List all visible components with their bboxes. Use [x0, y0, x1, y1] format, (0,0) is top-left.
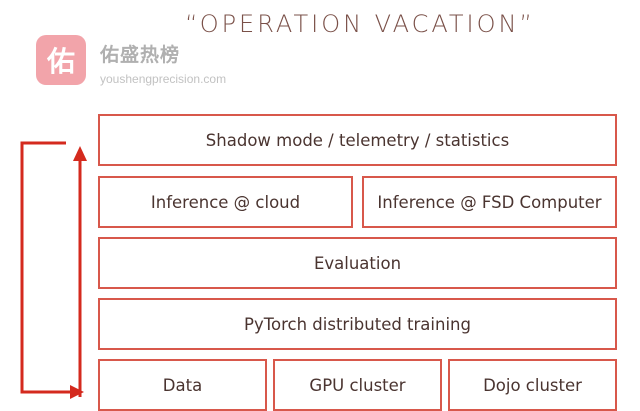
layer-data: Data	[98, 359, 267, 411]
watermark-url: youshengprecision.com	[100, 72, 227, 86]
layer-inference-cloud: Inference @ cloud	[98, 176, 353, 228]
loop-arrowhead-up	[73, 146, 87, 161]
layer-evaluation: Evaluation	[98, 237, 617, 289]
diagram-title: “OPERATION VACATION”	[185, 10, 535, 38]
loop-arrow-down	[20, 141, 72, 394]
watermark-name: 佑盛热榜	[100, 44, 181, 66]
layer-dojo-cluster: Dojo cluster	[448, 359, 617, 411]
layer-inference-fsd: Inference @ FSD Computer	[362, 176, 617, 228]
layer-pytorch: PyTorch distributed training	[98, 298, 617, 350]
loop-arrowhead-right	[70, 385, 84, 399]
watermark-logo: 佑	[36, 35, 86, 85]
layer-gpu-cluster: GPU cluster	[273, 359, 442, 411]
layer-shadow-mode: Shadow mode / telemetry / statistics	[98, 114, 617, 166]
